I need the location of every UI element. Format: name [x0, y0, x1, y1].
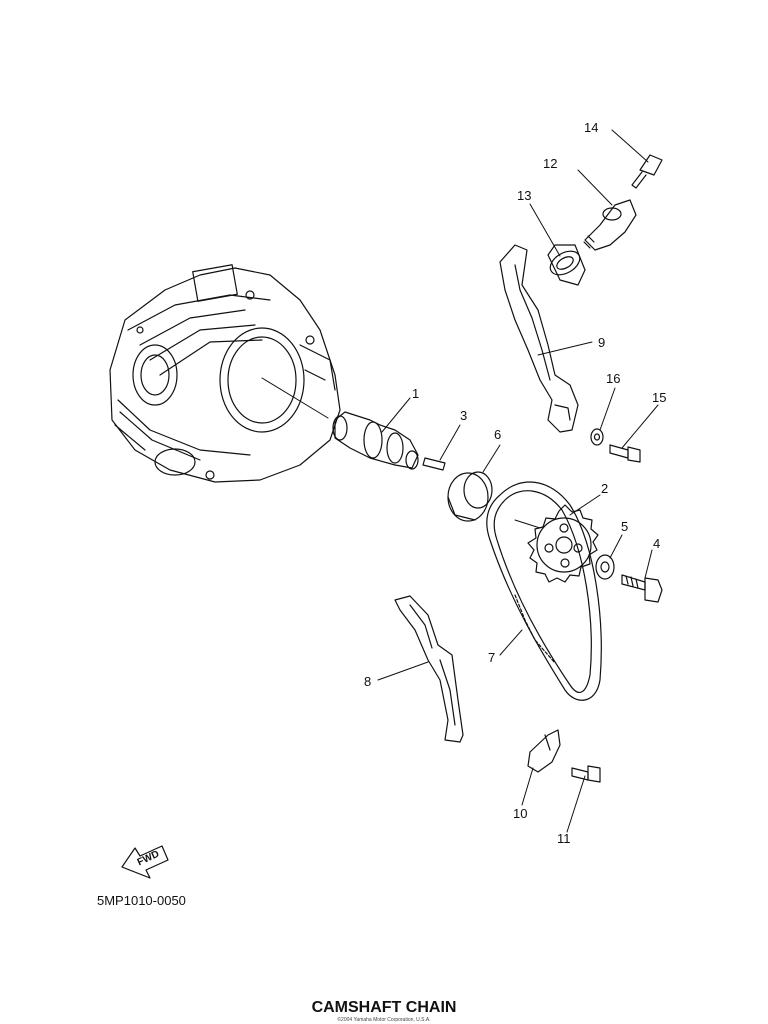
part-label-1: 1	[412, 386, 420, 401]
forward-arrow-icon	[121, 845, 169, 879]
diagram-code: 5MP1010-0050	[97, 893, 186, 908]
camshaft-sprocket-drawing	[527, 504, 599, 583]
sprocket-bolt-drawing	[621, 574, 663, 603]
part-label-5: 5	[621, 519, 629, 534]
camshaft-chain-drawing	[486, 481, 602, 701]
guide-washer-drawing	[590, 428, 604, 446]
pin-drawing	[422, 457, 446, 471]
spacer-drawing	[447, 471, 493, 522]
camshaft-drawing	[332, 411, 419, 470]
part-label-8: 8	[364, 674, 372, 689]
cylinder-head-drawing	[109, 264, 341, 483]
part-label-4: 4	[653, 536, 661, 551]
stopper-guide-drawing	[527, 729, 561, 773]
part-label-12: 12	[543, 156, 558, 171]
gasket-drawing	[547, 244, 586, 286]
part-label-2: 2	[601, 481, 609, 496]
tensioner-assembly-drawing	[583, 199, 637, 251]
part-label-15: 15	[652, 390, 667, 405]
guide-bolt-drawing	[609, 444, 641, 463]
tensioner-bolt-drawing	[631, 154, 663, 189]
stopper-bolt-drawing	[571, 765, 601, 783]
part-label-9: 9	[598, 335, 606, 350]
part-label-11: 11	[557, 831, 571, 846]
part-label-16: 16	[606, 371, 621, 386]
part-label-10: 10	[513, 806, 528, 821]
part-label-3: 3	[460, 408, 468, 423]
part-label-6: 6	[494, 427, 502, 442]
part-label-14: 14	[584, 120, 599, 135]
part-label-13: 13	[517, 188, 532, 203]
leader-lines	[261, 129, 659, 833]
tensioner-guide-drawing	[499, 244, 579, 433]
part-label-7: 7	[488, 650, 496, 665]
page-title: CAMSHAFT CHAIN	[311, 999, 457, 1016]
washer-drawing	[595, 554, 615, 580]
copyright-notice: ©2004 Yamaha Motor Corporation, U.S.A.	[337, 1017, 431, 1023]
chain-guide-drawing	[394, 595, 464, 743]
